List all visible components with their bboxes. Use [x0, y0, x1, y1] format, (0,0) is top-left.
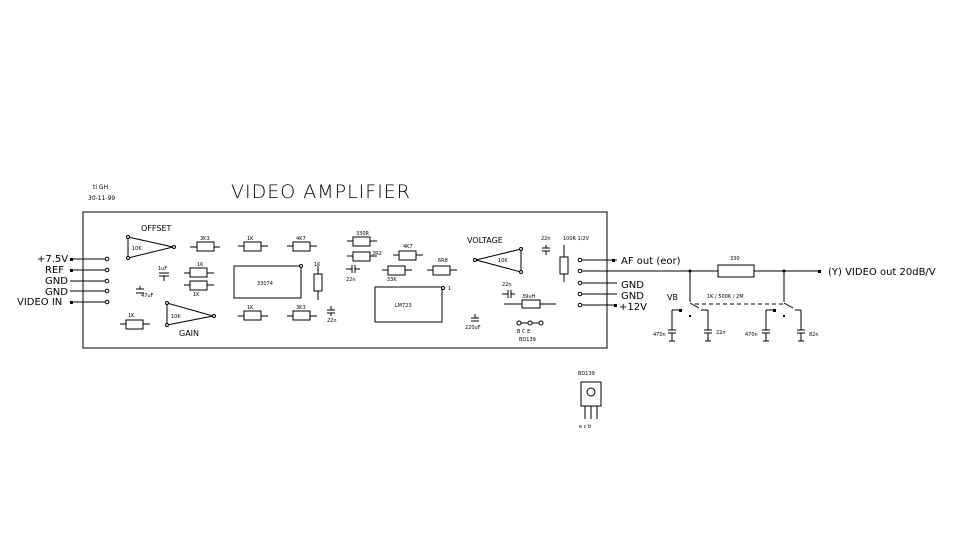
- pin-label-gnd-1: GND: [45, 276, 68, 287]
- gain-potentiometer: 10K: [165, 301, 216, 327]
- resistor-1k-c: 1K: [120, 313, 150, 330]
- svg-text:4K7: 4K7: [296, 236, 306, 242]
- svg-text:BD139: BD139: [578, 371, 595, 377]
- ic-lm723: 1 LM723: [374, 286, 451, 323]
- resistor-330r: 330R: [347, 231, 377, 247]
- output-connector: AF out (eor) GND GND +12V: [577, 256, 681, 313]
- offset-pot-value: 10K: [132, 246, 142, 252]
- resistor-3k3-top: 3K3: [190, 236, 220, 252]
- pcb-board-outline: [82, 211, 608, 349]
- resistor-100r: 100R 1/2V: [559, 236, 590, 282]
- svg-text:22n: 22n: [327, 318, 337, 324]
- bd139-package: BD139 e c b: [578, 371, 602, 430]
- resistor-330: [717, 264, 755, 278]
- svg-text:LM723: LM723: [395, 303, 412, 309]
- svg-text:1uF: 1uF: [158, 266, 167, 272]
- pin-label-gnd-2: GND: [45, 287, 68, 298]
- capacitor-22n-a: 22n: [327, 306, 337, 324]
- gain-label: GAIN: [179, 329, 199, 338]
- svg-text:82n: 82n: [809, 332, 819, 338]
- resistor-4k7-b: 4K7: [393, 244, 423, 261]
- date-label: 30-11-99: [88, 195, 115, 202]
- capacitor-22n-d: 22n: [502, 282, 515, 298]
- resistor-33k: 33K: [382, 265, 412, 283]
- svg-text:330R: 330R: [356, 231, 370, 237]
- svg-text:3K3: 3K3: [200, 236, 210, 242]
- input-connector: +7.5V REF GND GND VIDEO IN: [17, 254, 110, 308]
- capacitor-22n-c: 22n: [541, 236, 551, 255]
- transistor-footprint: B C E BD139: [516, 320, 544, 343]
- switch-label-vb: VB: [667, 293, 678, 302]
- capacitor-220uf: 220uF: [465, 314, 481, 331]
- svg-text:1K: 1K: [197, 262, 204, 268]
- svg-text:22n: 22n: [716, 330, 726, 336]
- switch-values: 1K / 500K / 2M: [707, 294, 744, 300]
- inductor-39uh: 39uH: [504, 294, 556, 309]
- svg-text:B C E: B C E: [517, 329, 530, 335]
- resistor-4k7-a: 4K7: [287, 236, 317, 252]
- svg-text:470n: 470n: [745, 332, 758, 338]
- svg-text:22n: 22n: [346, 277, 356, 283]
- svg-text:22n: 22n: [541, 236, 551, 242]
- resistor-6r8: 6R8: [427, 258, 457, 276]
- resistor-1k-b: 1K: [184, 280, 214, 298]
- resistor-2r2: 2R2: [347, 251, 382, 262]
- voltage-label: VOLTAGE: [467, 236, 503, 245]
- svg-text:220uF: 220uF: [465, 325, 481, 331]
- svg-text:1K: 1K: [128, 313, 135, 319]
- capacitor-22n-b: 22n: [346, 265, 360, 283]
- svg-text:4K7: 4K7: [403, 244, 413, 250]
- resistor-3k3-bottom: 3K3: [287, 305, 317, 321]
- offset-label: OFFSET: [141, 224, 171, 233]
- svg-text:100R 1/2V: 100R 1/2V: [563, 236, 590, 242]
- svg-text:22n: 22n: [502, 282, 512, 288]
- svg-text:1K: 1K: [314, 262, 321, 268]
- pin-label-12v: +12V: [619, 302, 647, 313]
- svg-text:3K3: 3K3: [296, 305, 306, 311]
- svg-text:BD139: BD139: [519, 337, 536, 343]
- resistor-1k-a: 1K: [184, 262, 214, 278]
- resistor-1k-f: 1K: [238, 305, 268, 321]
- svg-text:330: 330: [730, 256, 740, 262]
- page-title: VIDEO AMPLIFIER: [231, 181, 411, 203]
- external-output-circuit: 330 (Y) VIDEO out 20dB/V VB 1K / 500K / …: [607, 256, 936, 342]
- pin-label-video-in: VIDEO IN: [17, 297, 62, 308]
- svg-text:1: 1: [448, 286, 451, 292]
- voltage-pot-value: 10K: [498, 258, 508, 264]
- ic-33074: 33074: [233, 264, 303, 299]
- svg-text:2R2: 2R2: [372, 251, 382, 257]
- svg-text:6R8: 6R8: [438, 258, 448, 264]
- pin-label-7v5: +7.5V: [37, 254, 68, 265]
- svg-text:33K: 33K: [387, 277, 397, 283]
- author-label: ti GH: [93, 184, 108, 191]
- pin-label-af-out: AF out (eor): [621, 256, 681, 267]
- pin-label-gnd-3: GND: [621, 280, 644, 291]
- resistor-1k-vertical: 1K: [313, 262, 323, 300]
- offset-potentiometer: 10K: [126, 235, 176, 260]
- svg-text:e c b: e c b: [579, 424, 591, 430]
- gain-pot-value: 10K: [171, 314, 181, 320]
- svg-text:470n: 470n: [653, 332, 666, 338]
- svg-text:1K: 1K: [247, 236, 254, 242]
- resistor-1k-d: 1K: [238, 236, 268, 252]
- voltage-potentiometer: 10K: [473, 247, 523, 274]
- svg-text:1K: 1K: [247, 305, 254, 311]
- capacitor-47uf: 47uF: [136, 286, 154, 299]
- svg-text:39uH: 39uH: [522, 294, 536, 300]
- pin-label-ref: REF: [45, 265, 64, 276]
- pin-label-gnd-4: GND: [621, 291, 644, 302]
- svg-text:1K: 1K: [193, 292, 200, 298]
- svg-text:33074: 33074: [257, 281, 273, 287]
- video-out-label: (Y) VIDEO out 20dB/V: [828, 267, 936, 278]
- svg-text:47uF: 47uF: [141, 293, 154, 299]
- capacitor-1uf: 1uF: [158, 266, 169, 281]
